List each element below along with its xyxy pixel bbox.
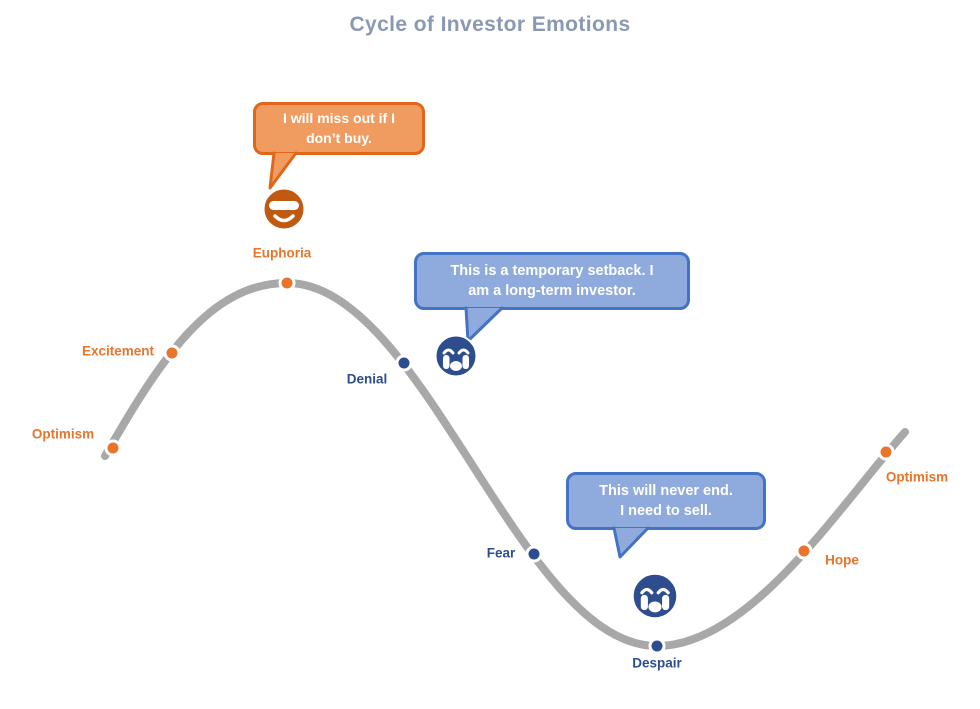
label-excitement: Excitement [81,343,155,359]
label-optimism-start: Optimism [31,426,95,442]
speech-bubble-despair: This will never end. I need to sell. [566,472,766,530]
bubble-line: I will miss out if I [282,109,395,126]
bubble-tail-euphoria [268,151,298,190]
dot-optimism-return [877,443,895,461]
denial-crying-face-icon [434,334,478,378]
diagram-title: Cycle of Investor Emotions [349,13,631,36]
emoji-right-eye [457,348,470,355]
emoji-right-eye [656,587,670,595]
emoji-left-tear [443,355,450,369]
emoji-left-eye [640,587,654,595]
dot-hope [795,542,813,560]
bubble-tail-despair [612,526,650,559]
bubble-line: I need to sell. [620,503,712,519]
excited-face-icon [262,187,306,231]
label-despair: Despair [632,655,682,671]
bubble-line: don’t buy. [306,129,372,146]
label-euphoria: Euphoria [252,245,312,261]
bubble-line: This will never end. [599,482,733,499]
speech-bubble-euphoria: I will miss out if I don’t buy. [253,102,425,155]
emoji-right-tear [662,594,670,611]
dot-fear [525,545,543,563]
bubble-line: This is a temporary setback. I [450,262,654,279]
label-hope: Hope [825,552,859,568]
emoji-left-eye [442,348,455,355]
label-fear: Fear [486,545,516,561]
dot-optimism-start [104,439,122,457]
emoji-smile [273,214,295,223]
emoji-mouth [450,361,462,371]
dot-euphoria [278,274,296,292]
emoji-left-tear [640,594,648,611]
dot-excitement [163,344,181,362]
dot-despair [648,637,666,655]
tail-shape [268,151,298,190]
speech-bubble-denial: This is a temporary setback. I am a long… [414,252,690,310]
label-optimism-return: Optimism [885,469,949,485]
market-cycle-curve [101,278,909,651]
bubble-line: am a long-term investor. [468,283,636,299]
emoji-right-tear [462,355,469,369]
label-denial: Denial [346,371,388,387]
dot-denial [395,354,413,372]
emoji-mouth [648,601,662,613]
emoji-sunglasses [269,201,299,210]
despair-crying-face-icon [631,572,679,620]
tail-shape [612,526,650,559]
